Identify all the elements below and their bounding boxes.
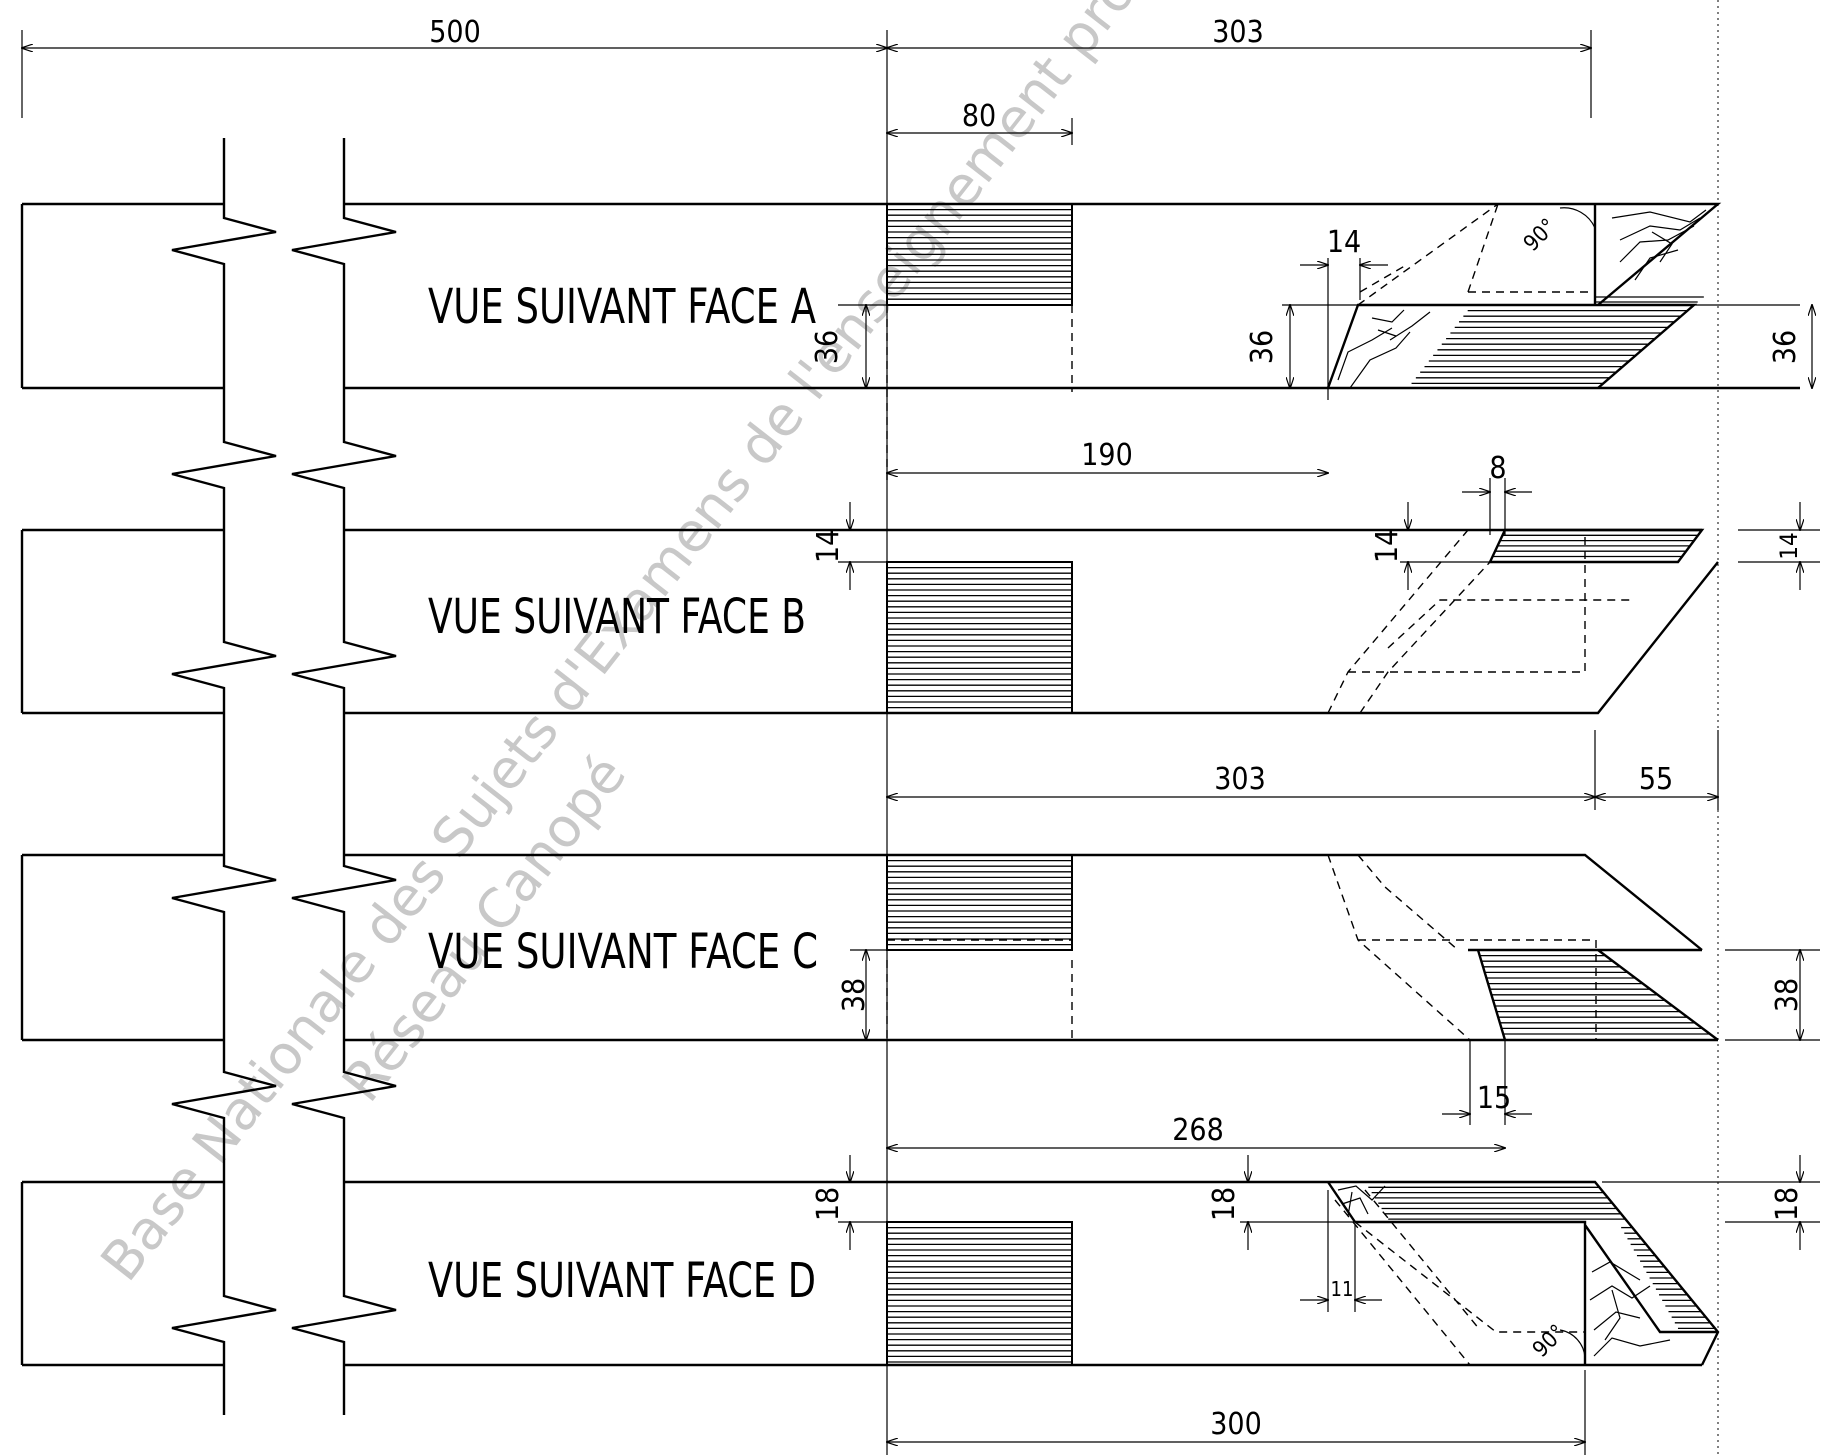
view-c-title: VUE SUIVANT FACE C: [428, 924, 818, 980]
dim-b-left-14: 14: [811, 529, 846, 563]
dim-d-left-18: 18: [811, 1187, 846, 1221]
dim-a-angle: 90°: [1519, 214, 1561, 256]
dim-c-15: 15: [1477, 1081, 1511, 1116]
dim-b-mid-14: 14: [1370, 529, 1405, 563]
dim-d-300: 300: [1210, 1407, 1262, 1442]
hatching: [887, 859, 1072, 946]
dim-b-8: 8: [1489, 451, 1506, 486]
view-b: VUE SUIVANT FACE B 8 14 14 14: [20, 451, 1820, 715]
view-c: VUE SUIVANT FACE C 38 38 15 268: [20, 853, 1820, 1148]
dim-c-right-38: 38: [1770, 978, 1805, 1012]
hatching: [1411, 296, 1704, 385]
dim-d-mid-18: 18: [1207, 1187, 1242, 1221]
top-dimensions: 500 303 80: [22, 0, 1719, 1455]
dim-d-angle: 90°: [1528, 1320, 1570, 1362]
hatching: [1368, 1186, 1716, 1330]
dim-top-right: 303: [1212, 15, 1264, 50]
dim-a-190: 190: [1081, 438, 1133, 473]
dim-top-left: 500: [429, 15, 481, 50]
watermark-line1: Base Nationale des Sujets d'Examens de l…: [89, 0, 1317, 1292]
hatching: [1490, 534, 1699, 563]
dim-d-268: 268: [1172, 1113, 1224, 1148]
hatching: [887, 208, 1072, 306]
dim-d-right-18: 18: [1770, 1187, 1805, 1221]
end-grain-d: [1337, 1185, 1671, 1357]
end-grain-a: [1337, 209, 1707, 389]
dim-c-left-38: 38: [837, 978, 872, 1012]
dim-c-55: 55: [1639, 762, 1673, 797]
dim-a-mid-36: 36: [1245, 330, 1280, 364]
dim-b-right-14: 14: [1775, 532, 1803, 559]
dim-row-303-55: 303 55: [887, 730, 1718, 810]
view-b-title: VUE SUIVANT FACE B: [428, 589, 806, 645]
dim-a-right-36: 36: [1768, 330, 1803, 364]
view-a: VUE SUIVANT FACE A 36 36 36 14 90° 190: [20, 202, 1812, 473]
hatching: [1479, 954, 1718, 1041]
break-lines: [171, 138, 397, 1415]
view-a-title: VUE SUIVANT FACE A: [428, 279, 816, 335]
dim-c-303: 303: [1214, 762, 1266, 797]
dim-a-left-36: 36: [810, 330, 845, 364]
dim-a-14: 14: [1327, 225, 1361, 260]
dim-tenon-width: 80: [962, 99, 996, 134]
tenon-extension-lines: [886, 305, 1073, 1040]
hatching: [887, 1226, 1072, 1363]
dim-d-11: 11: [1331, 1277, 1354, 1301]
view-d-title: VUE SUIVANT FACE D: [428, 1253, 816, 1309]
hatching: [887, 566, 1072, 709]
view-d: VUE SUIVANT FACE D 18 18 18 11 90° 300: [20, 1155, 1820, 1455]
